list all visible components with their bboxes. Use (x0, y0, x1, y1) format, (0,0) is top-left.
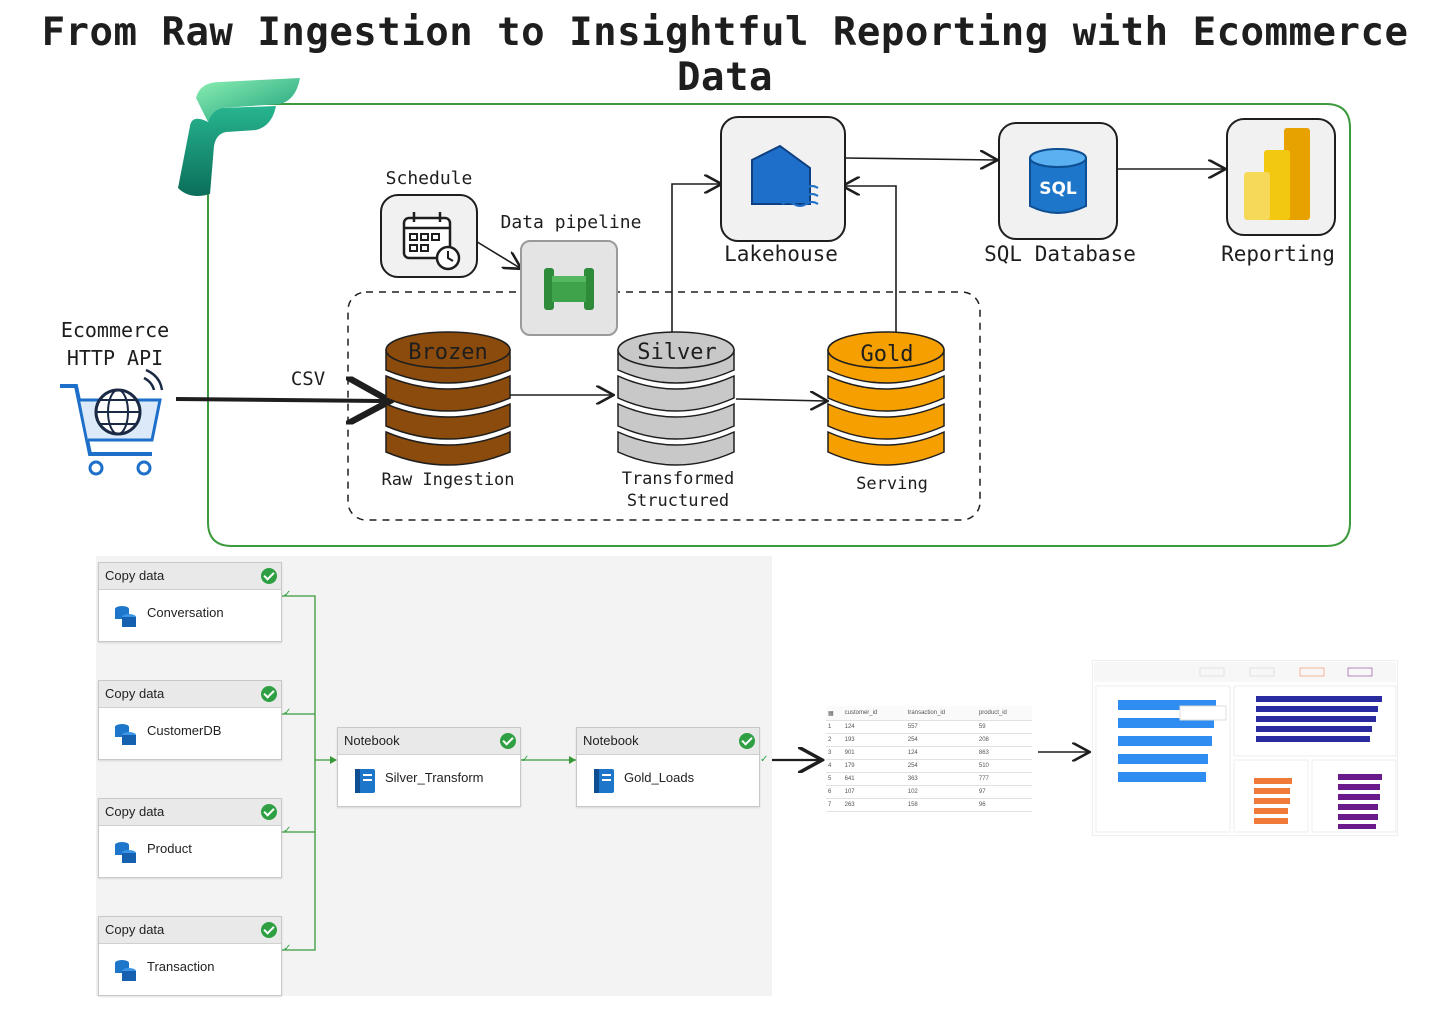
notebook-silver-transform[interactable]: Notebook Silver_Transform (337, 727, 521, 807)
success-check-icon (500, 733, 516, 749)
copy-data-icon (115, 960, 136, 981)
brozen-layer-icon[interactable] (380, 330, 516, 472)
activity-type: Copy data (99, 563, 281, 590)
reporting-label: Reporting (1221, 242, 1335, 266)
activity-type: Copy data (99, 799, 281, 826)
activity-type: Notebook (338, 728, 520, 755)
fabric-workspace-frame (207, 103, 1351, 547)
lakehouse-node[interactable] (720, 116, 846, 242)
success-output-icon: ✓ (283, 825, 292, 836)
copy-data-icon (115, 724, 136, 745)
silver-caption-line1: Transformed (621, 469, 735, 489)
silver-layer-icon[interactable] (612, 330, 742, 472)
copy-activity-product[interactable]: Copy data Product (98, 798, 282, 878)
notebook-icon (594, 769, 614, 793)
schedule-node[interactable] (380, 194, 478, 278)
activity-type: Copy data (99, 917, 281, 944)
success-output-icon: ✓ (521, 754, 530, 765)
sql-database-icon: SQL (1029, 148, 1087, 214)
pipeline-icon (544, 268, 594, 310)
sql-badge: SQL (1039, 179, 1077, 199)
gold-layer-icon[interactable] (822, 330, 952, 472)
notebook-gold-loads[interactable]: Notebook Gold_Loads (576, 727, 760, 807)
activity-type: Notebook (577, 728, 759, 755)
schedule-label: Schedule (385, 168, 473, 189)
table-corner: ▦ (826, 706, 843, 721)
source-label-line1: Ecommerce (60, 318, 170, 342)
success-check-icon (261, 922, 277, 938)
brozen-layer-caption: Raw Ingestion (381, 470, 515, 490)
notebook-icon (355, 769, 375, 793)
silver-layer-caption: Transformed Structured (596, 468, 760, 512)
copy-activity-conversation[interactable]: Copy data Conversation (98, 562, 282, 642)
column-header: transaction_id (905, 706, 977, 721)
silver-layer-name: Silver (637, 340, 717, 365)
fabric-logo-icon (178, 78, 300, 196)
source-label-line2: HTTP API (66, 346, 164, 370)
ecommerce-cart-globe-icon (60, 368, 164, 476)
activity-type: Copy data (99, 681, 281, 708)
activity-name: Transaction (147, 959, 215, 974)
activity-name: Product (147, 841, 192, 856)
data-pipeline-label: Data pipeline (500, 212, 642, 233)
brozen-layer-name: Brozen (408, 340, 488, 365)
csv-label: CSV (290, 368, 326, 390)
power-bi-icon (1244, 128, 1310, 220)
success-check-icon (261, 686, 277, 702)
copy-activity-customerdb[interactable]: Copy data CustomerDB (98, 680, 282, 760)
lakehouse-label: Lakehouse (724, 242, 838, 266)
activity-name: Gold_Loads (624, 770, 695, 785)
gold-layer-name: Gold (860, 342, 914, 367)
success-output-icon: ✓ (283, 707, 292, 718)
activity-name: Conversation (147, 605, 224, 620)
copy-data-icon (115, 842, 136, 863)
success-output-icon: ✓ (283, 589, 292, 600)
success-output-icon: ✓ (760, 754, 769, 765)
sql-database-node[interactable]: SQL (998, 122, 1118, 240)
copy-activity-transaction[interactable]: Copy data Transaction (98, 916, 282, 996)
success-check-icon (739, 733, 755, 749)
source-label: Ecommerce HTTP API (40, 316, 190, 372)
activity-name: Silver_Transform (385, 770, 484, 785)
copy-data-icon (115, 606, 136, 627)
success-check-icon (261, 804, 277, 820)
page-title: From Raw Ingestion to Insightful Reporti… (41, 10, 1409, 100)
calendar-clock-icon (402, 212, 461, 271)
column-header: product_id (976, 706, 1032, 721)
column-header: customer_id (842, 706, 906, 721)
gold-layer-caption: Serving (856, 474, 928, 494)
success-check-icon (261, 568, 277, 584)
reporting-node[interactable] (1226, 118, 1336, 236)
sql-database-label: SQL Database (984, 242, 1136, 266)
data-pipeline-node[interactable] (520, 240, 618, 336)
preview-table: ▦ customer_id transaction_id product_id … (826, 706, 1032, 812)
report-dashboard-thumbnail (1092, 660, 1398, 836)
activity-name: CustomerDB (147, 723, 222, 738)
silver-caption-line2: Structured (626, 491, 730, 511)
lakehouse-icon (751, 144, 819, 207)
success-output-icon: ✓ (283, 943, 292, 954)
